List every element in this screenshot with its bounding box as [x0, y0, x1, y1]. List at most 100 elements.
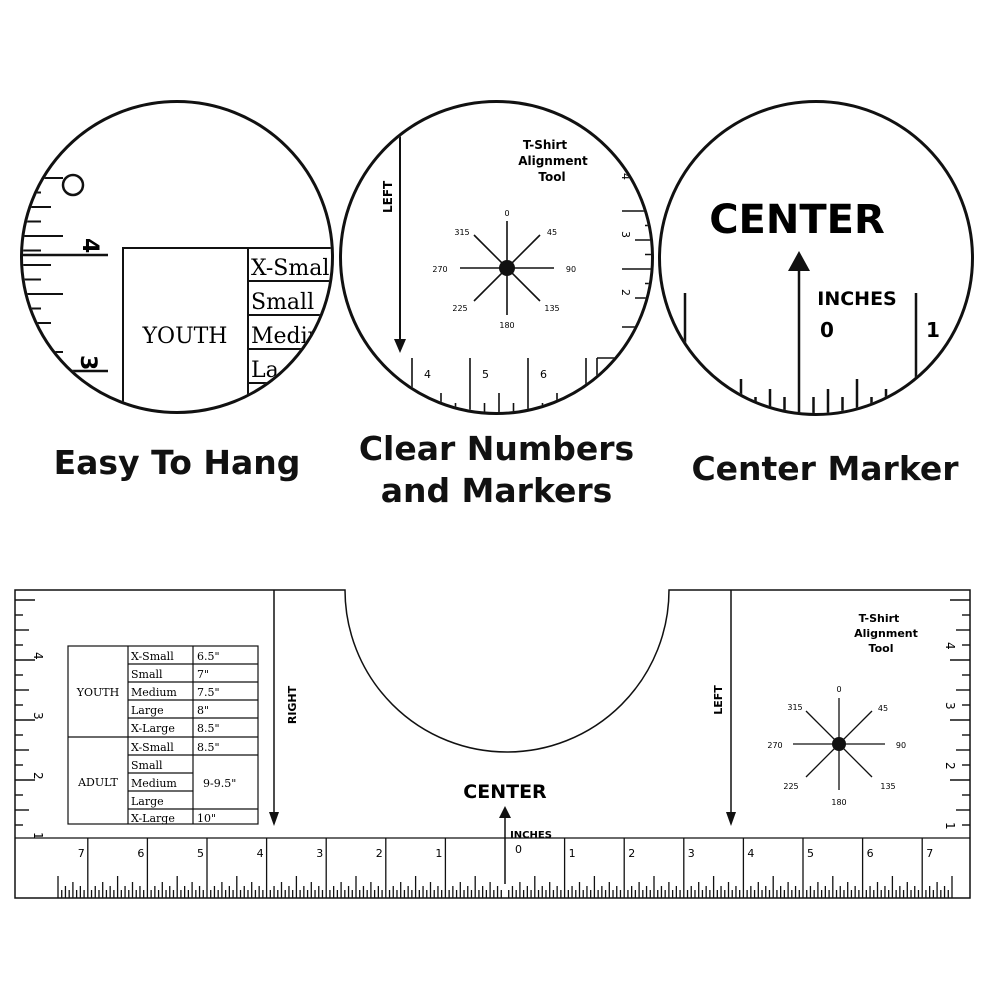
- youth-label: YOUTH: [76, 686, 119, 699]
- angle-label: 45: [547, 228, 557, 237]
- up-arrow-icon: [788, 251, 810, 271]
- left-label: LEFT: [712, 685, 725, 715]
- ruler-number: 5: [807, 847, 814, 860]
- size-label: X-Large: [131, 722, 175, 735]
- size-label: Small: [251, 290, 314, 315]
- caption-line: and Markers: [380, 471, 613, 510]
- size-value: 10": [197, 812, 216, 825]
- ruler-number: 0: [515, 843, 522, 856]
- tool-title: T-Shirt: [859, 612, 900, 625]
- ruler-number: 6: [867, 847, 874, 860]
- angle-label: 135: [544, 304, 559, 313]
- angle-label: 0: [504, 209, 509, 218]
- side-number: 3: [31, 712, 45, 720]
- side-number: 4: [943, 642, 957, 650]
- angle-label: 270: [767, 741, 782, 750]
- inches-label: INCHES: [817, 288, 896, 310]
- size-label: X-Small: [131, 741, 174, 754]
- angle-label: 180: [831, 798, 846, 807]
- ruler-number: 3: [75, 355, 100, 370]
- caption-center-marker: Center Marker: [691, 449, 959, 488]
- hang-detail-drawing: 4 3 YOUTH X-Smal Small Mediu La: [23, 173, 331, 411]
- size-value: 8.5": [197, 722, 220, 735]
- caption-easy-to-hang: Easy To Hang: [53, 443, 301, 482]
- ruler-number: 3: [316, 847, 323, 860]
- size-value: 9-9.5": [203, 777, 236, 790]
- size-label: X-Small: [131, 650, 174, 663]
- angle-label: 225: [783, 782, 798, 791]
- size-value: 7.5": [197, 686, 220, 699]
- ruler-number: 4: [257, 847, 264, 860]
- size-label: Medium: [131, 686, 177, 699]
- angle-label: 135: [880, 782, 895, 791]
- ruler-number: 4: [424, 368, 431, 381]
- size-value: 8": [197, 704, 209, 717]
- size-label: Small: [131, 759, 163, 772]
- zero-label: 0: [820, 318, 834, 342]
- up-arrow-icon: [499, 806, 511, 818]
- youth-label: YOUTH: [142, 324, 228, 349]
- side-number: 4: [619, 173, 632, 180]
- down-arrow-icon: [269, 812, 279, 826]
- angle-label: 90: [896, 741, 906, 750]
- ruler-number: 5: [197, 847, 204, 860]
- caption-line: Clear Numbers: [358, 429, 635, 468]
- ruler-number: 7: [926, 847, 933, 860]
- side-number: 2: [943, 762, 957, 770]
- center-label: CENTER: [709, 197, 885, 243]
- size-value: 8.5": [197, 741, 220, 754]
- down-arrow-icon: [726, 812, 736, 826]
- side-number: 1: [31, 832, 45, 840]
- side-number: 2: [31, 772, 45, 780]
- tool-title: Tool: [538, 170, 565, 184]
- tool-title: Tool: [869, 642, 894, 655]
- caption-clear-numbers: Clear Numbers and Markers: [339, 428, 654, 512]
- size-label: Large: [131, 795, 164, 808]
- angle-label: 45: [878, 704, 888, 713]
- size-label: X-Large: [131, 812, 175, 825]
- one-label: 1: [926, 318, 940, 342]
- size-label: Large: [131, 704, 164, 717]
- size-label: Small: [131, 668, 163, 681]
- ruler-number: 6: [540, 368, 547, 381]
- ruler-number: 2: [628, 847, 635, 860]
- center-detail-drawing: CENTER INCHES 0 1: [683, 197, 940, 413]
- ruler-number: 5: [482, 368, 489, 381]
- numbers-detail-circle: LEFT T-Shirt Alignment Tool 0 45 90 135 …: [339, 100, 654, 415]
- angle-label: 0: [836, 685, 841, 694]
- angle-label: 225: [452, 304, 467, 313]
- ruler-number: 4: [747, 847, 754, 860]
- tool-title: Alignment: [518, 154, 588, 168]
- angle-label: 180: [499, 321, 514, 330]
- ruler-number: 7: [78, 847, 85, 860]
- size-label: Medium: [131, 777, 177, 790]
- angle-label: 270: [432, 265, 447, 274]
- side-number: 3: [943, 702, 957, 710]
- center-label: CENTER: [463, 781, 547, 803]
- ruler-number: 6: [137, 847, 144, 860]
- size-label: X-Smal: [251, 256, 329, 281]
- side-number: 2: [619, 289, 632, 296]
- center-detail-circle: CENTER INCHES 0 1: [658, 100, 974, 416]
- hang-hole-icon: [61, 173, 85, 197]
- size-table: [67, 645, 259, 825]
- tool-title: T-Shirt: [523, 138, 568, 152]
- size-value: 7": [197, 668, 209, 681]
- left-label: LEFT: [381, 180, 395, 213]
- ruler-number: 2: [376, 847, 383, 860]
- side-number: 4: [31, 652, 45, 660]
- ruler-number: 1: [569, 847, 576, 860]
- angle-label: 315: [454, 228, 469, 237]
- adult-label: ADULT: [77, 776, 118, 789]
- angle-label: 315: [787, 703, 802, 712]
- hang-detail-circle: 4 3 YOUTH X-Smal Small Mediu La: [20, 100, 334, 414]
- inches-label: INCHES: [510, 830, 552, 841]
- angle-label: 90: [566, 265, 576, 274]
- side-number: 1: [943, 822, 957, 830]
- ruler-number: 1: [435, 847, 442, 860]
- size-value: 6.5": [197, 650, 220, 663]
- tool-title: Alignment: [854, 627, 918, 640]
- ruler-number: 4: [77, 238, 102, 253]
- ruler-number: 3: [688, 847, 695, 860]
